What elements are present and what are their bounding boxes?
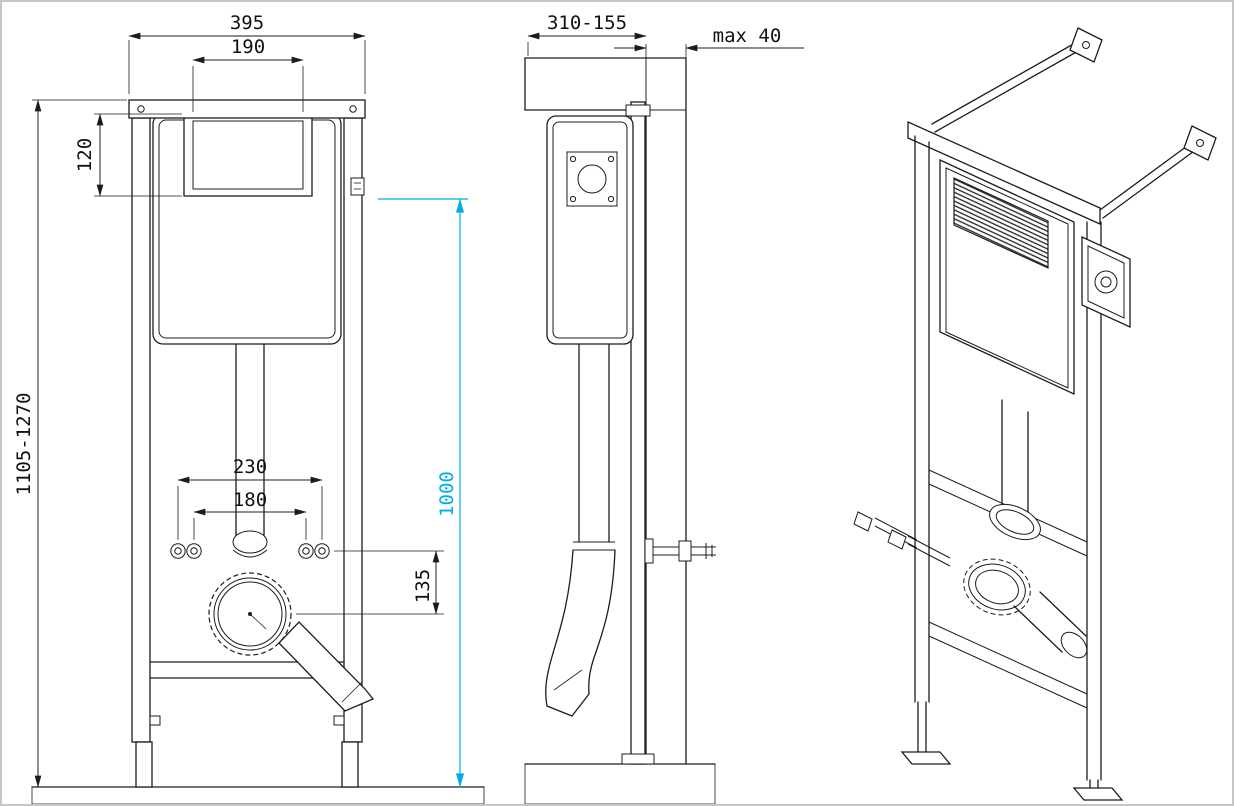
frame-side xyxy=(621,101,655,765)
side-view: 310-155 max 40 xyxy=(524,12,804,804)
dim-plate-height: 120 xyxy=(74,113,182,197)
flush-plate-opening xyxy=(183,113,313,197)
dim-label-depth: 310-155 xyxy=(547,12,627,34)
foot-lock-screw-left xyxy=(149,715,161,726)
wc-fixing-bolts xyxy=(170,543,330,559)
wall-finish-layer xyxy=(645,57,687,111)
dim-frame-height: 1105-1270 xyxy=(13,99,127,788)
frame-iso xyxy=(907,121,1102,781)
water-supply-side xyxy=(644,538,716,564)
dim-bolt-outer: 230 xyxy=(177,456,323,540)
dim-front-width: 395 xyxy=(128,12,366,94)
dim-label-190: 190 xyxy=(231,36,265,58)
top-wall-bracket-side xyxy=(625,104,651,117)
dim-label-height: 1105-1270 xyxy=(13,393,35,496)
dim-bolt-inner: 180 xyxy=(193,489,307,540)
dim-label-1000: 1000 xyxy=(436,471,458,517)
feet-front xyxy=(135,715,359,788)
cistern-iso xyxy=(939,158,1131,396)
dim-depth: 310-155 xyxy=(527,12,647,56)
dim-label-120: 120 xyxy=(74,138,96,172)
dim-plate-width: 190 xyxy=(192,36,304,112)
dim-label-180: 180 xyxy=(233,489,267,511)
access-plate-side xyxy=(566,151,618,207)
pipes-side xyxy=(545,343,616,717)
top-bolt-hole-left xyxy=(137,105,145,113)
dim-outlet-height: 135 xyxy=(296,550,444,615)
dim-label-max40: max 40 xyxy=(713,25,782,47)
dim-flush-height: 1000 xyxy=(378,198,468,788)
flush-opening-iso xyxy=(953,177,1049,269)
wall-brackets-iso xyxy=(931,27,1217,219)
dim-finish-max: max 40 xyxy=(614,25,804,58)
dim-label-230: 230 xyxy=(233,456,267,478)
fixing-marker xyxy=(350,177,365,196)
dim-label-135: 135 xyxy=(412,569,434,603)
front-view: 395 190 120 1105-1270 230 xyxy=(13,12,485,804)
floor-side xyxy=(524,763,716,804)
supply-valve xyxy=(678,540,692,562)
supply-rods-iso xyxy=(853,511,951,567)
outlet-front xyxy=(208,572,292,656)
dim-label-395: 395 xyxy=(230,12,264,34)
top-bolt-hole-right xyxy=(349,105,357,113)
foot-plate-side xyxy=(621,753,655,765)
outlet-pipe-front xyxy=(278,621,375,712)
foot-lock-screw-right xyxy=(333,715,345,726)
floor-front xyxy=(31,786,485,804)
side-plate-iso xyxy=(1081,235,1131,329)
pipes-iso xyxy=(963,399,1088,659)
flush-pipe-front xyxy=(232,343,268,558)
cistern-side xyxy=(546,115,634,345)
feet-iso xyxy=(900,701,1124,801)
isometric-view xyxy=(853,27,1217,801)
